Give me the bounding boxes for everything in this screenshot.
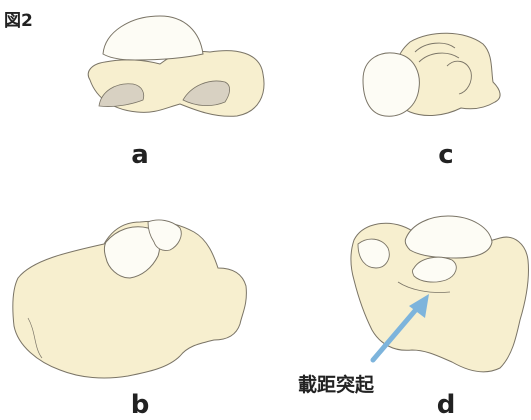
bone-panel-c (355, 22, 505, 132)
panel-label-a: a (120, 140, 160, 170)
bone-panel-a (75, 12, 275, 122)
bone-a-articular-surface (103, 16, 203, 60)
panel-label-d: d (426, 390, 466, 420)
figure-title: 図2 (4, 6, 33, 31)
panel-label-b: b (120, 390, 160, 420)
bone-d-articular-surface-top (405, 216, 492, 258)
arrow-pointer-icon (365, 290, 435, 370)
bone-c-head (363, 53, 419, 116)
bone-panel-b (8, 208, 258, 386)
panel-label-c: c (426, 140, 466, 170)
annotation-sustentaculum: 載距突起 (298, 370, 374, 397)
